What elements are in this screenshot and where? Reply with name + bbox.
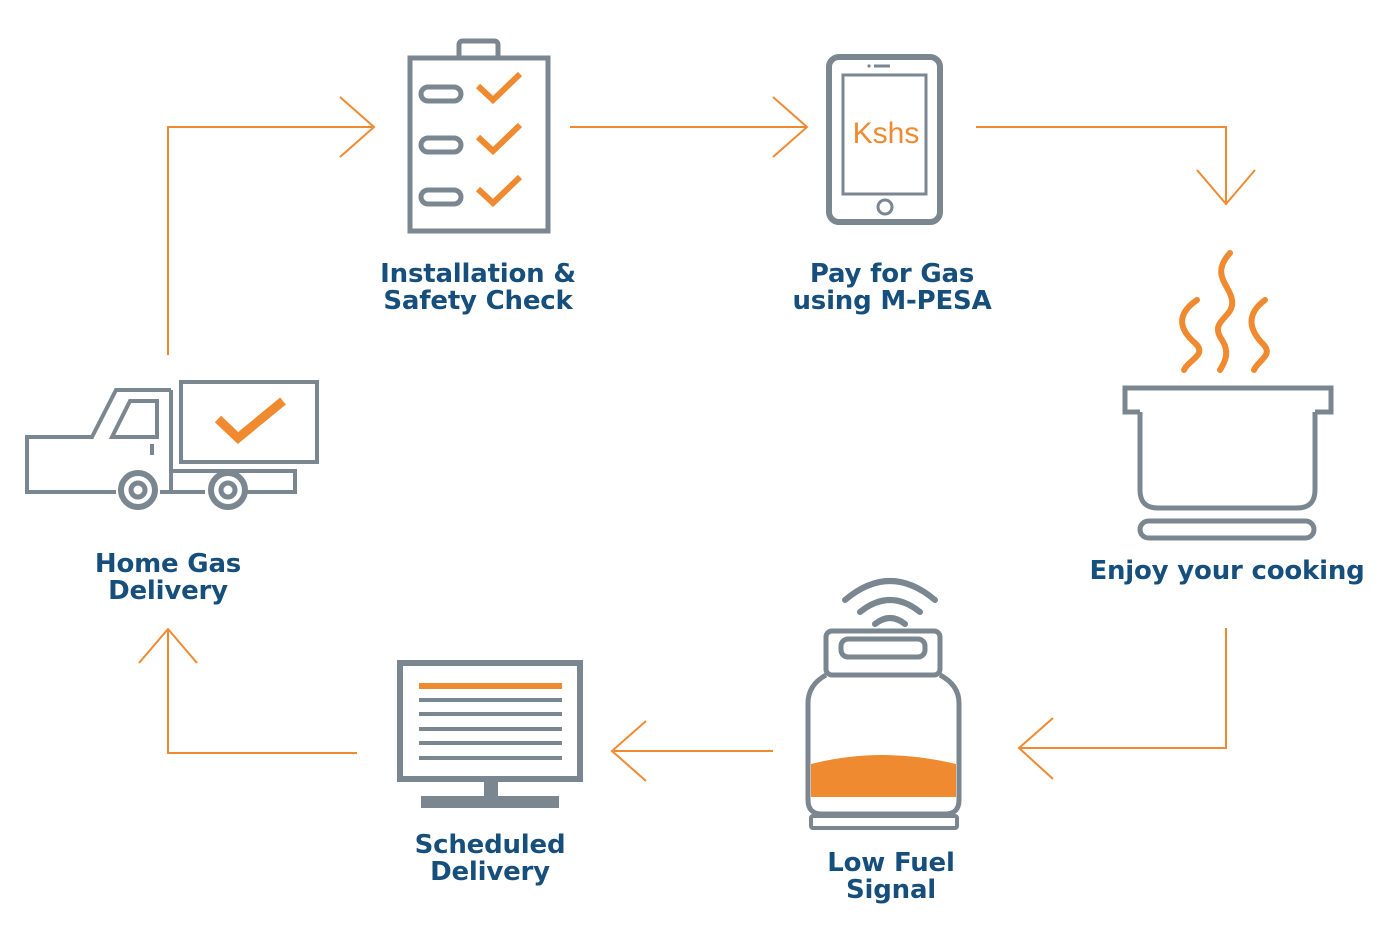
cooking-pot-icon xyxy=(1122,250,1334,541)
label-enjoy-cooking: Enjoy your cooking xyxy=(1084,558,1370,585)
fuel-level-fill xyxy=(811,755,956,797)
label-pay-for-gas-line-2: using M-PESA xyxy=(792,286,992,316)
wireless-signal-icon xyxy=(842,578,938,627)
mobile-phone-icon: Kshs xyxy=(826,54,943,225)
arrow-delivery-to-installation xyxy=(167,96,376,355)
arrow-cooking-to-low-fuel xyxy=(1017,628,1227,780)
label-scheduled-delivery: Scheduled Delivery xyxy=(390,832,590,886)
label-low-fuel-line-2: Signal xyxy=(845,875,937,905)
label-pay-for-gas: Pay for Gas using M-PESA xyxy=(772,261,1012,315)
label-home-gas-delivery-line-1: Home Gas xyxy=(94,549,242,579)
gas-cylinder-signal-icon xyxy=(805,578,962,830)
check-3-icon xyxy=(475,174,523,208)
label-installation-line-2: Safety Check xyxy=(383,286,573,316)
arrow-scheduled-to-delivery xyxy=(138,627,357,754)
label-home-gas-delivery: Home Gas Delivery xyxy=(68,551,268,605)
label-scheduled-line-1: Scheduled xyxy=(414,830,566,860)
delivery-truck-icon xyxy=(25,380,319,510)
truck-checkmark-icon xyxy=(214,397,286,445)
label-pay-for-gas-line-1: Pay for Gas xyxy=(809,259,975,289)
label-enjoy-cooking-line-1: Enjoy your cooking xyxy=(1089,556,1365,586)
label-installation-safety-check: Installation & Safety Check xyxy=(353,261,603,315)
label-low-fuel-signal: Low Fuel Signal xyxy=(791,850,991,904)
steam-icon xyxy=(1179,250,1270,373)
phone-screen-kshs: Kshs xyxy=(853,117,920,150)
arrow-payment-to-cooking xyxy=(976,126,1256,206)
computer-monitor-icon xyxy=(397,660,583,808)
check-2-icon xyxy=(475,122,523,156)
label-installation-line-1: Installation & xyxy=(380,259,576,289)
check-1-icon xyxy=(475,71,523,105)
label-home-gas-delivery-line-2: Delivery xyxy=(108,576,228,606)
label-low-fuel-line-1: Low Fuel xyxy=(827,848,955,878)
checklist-clipboard-icon xyxy=(407,38,551,234)
arrow-low-fuel-to-scheduled xyxy=(610,720,773,782)
label-scheduled-line-2: Delivery xyxy=(430,857,550,887)
arrow-installation-to-payment xyxy=(570,96,809,158)
